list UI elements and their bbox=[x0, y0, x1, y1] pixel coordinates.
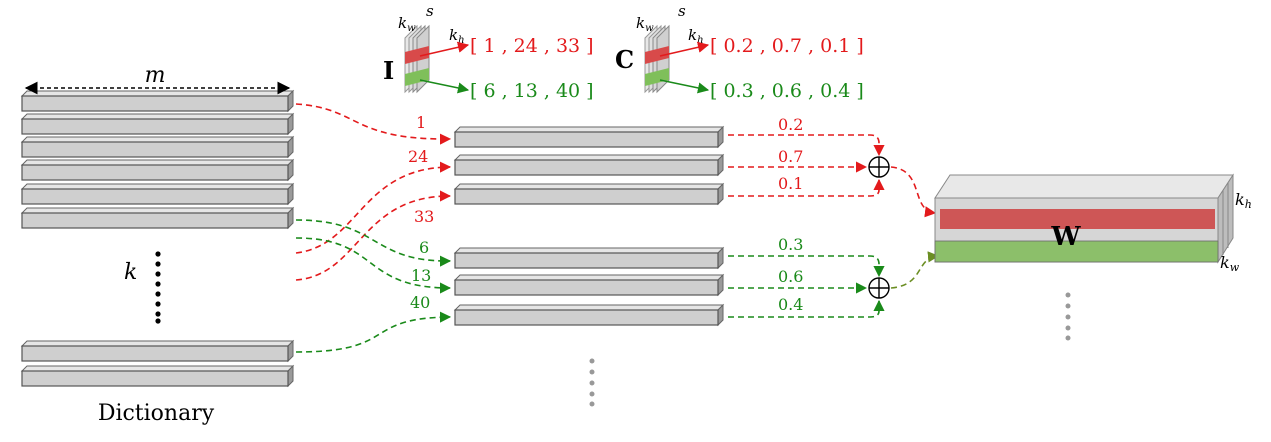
weight-tensor: W kh kw bbox=[934, 173, 1252, 274]
red-index-label: 1 bbox=[416, 113, 426, 132]
coef-green-values: [ 0.3 , 0.6 , 0.4 ] bbox=[710, 80, 864, 102]
dictionary-caption: Dictionary bbox=[98, 401, 215, 426]
weight-tensor-name: W bbox=[1050, 222, 1081, 252]
red-coef-arrows bbox=[728, 134, 937, 218]
weight-kh-label: kh bbox=[1235, 190, 1252, 211]
dictionary-bar bbox=[20, 112, 295, 136]
dictionary-size-label: k bbox=[124, 260, 137, 285]
olive-result-arrow bbox=[890, 251, 940, 289]
dictionary-bars bbox=[20, 89, 295, 388]
green-index-label: 40 bbox=[410, 293, 430, 312]
coef-tensor-name: C bbox=[615, 45, 634, 74]
selected-atoms bbox=[453, 125, 725, 327]
index-tensor-name: I bbox=[383, 56, 394, 85]
coef-s-label: s bbox=[678, 2, 686, 20]
coef-red-values: [ 0.2 , 0.7 , 0.1 ] bbox=[710, 35, 864, 57]
dictionary-bar bbox=[20, 206, 295, 230]
red-sum-operator bbox=[868, 156, 890, 178]
red-coef-label: 0.2 bbox=[778, 115, 803, 134]
dictionary-bar bbox=[20, 364, 295, 388]
dictionary-width-dimension: m bbox=[24, 63, 291, 95]
index-kh-label: kh bbox=[449, 26, 465, 46]
dictionary-bar bbox=[20, 89, 295, 113]
red-index-label: 33 bbox=[414, 207, 434, 226]
selected-atom-green bbox=[453, 303, 725, 327]
selected-atom-green bbox=[453, 273, 725, 297]
green-index-arrows bbox=[295, 219, 452, 353]
green-coef-label: 0.6 bbox=[778, 267, 803, 286]
selected-atom-green bbox=[453, 246, 725, 270]
coef-kw-label: kw bbox=[636, 14, 654, 34]
dictionary-width-label: m bbox=[145, 63, 166, 88]
right-continuation-dots bbox=[1065, 292, 1071, 341]
coef-kh-label: kh bbox=[688, 26, 704, 46]
green-index-label: 6 bbox=[419, 238, 429, 257]
red-index-label: 24 bbox=[408, 147, 428, 166]
green-sum-operator bbox=[868, 277, 890, 299]
green-coef-label: 0.4 bbox=[778, 295, 803, 314]
selected-atom-red bbox=[453, 153, 725, 177]
index-s-label: s bbox=[426, 2, 434, 20]
green-coef-label: 0.3 bbox=[778, 235, 803, 254]
dictionary-size-dots: k bbox=[124, 251, 161, 324]
index-red-values: [ 1 , 24 , 33 ] bbox=[470, 35, 594, 57]
coef-tensor: C kw s kh [ 0.2 , 0.7 , 0.1 ] [ 0.3 , 0.… bbox=[615, 2, 864, 102]
middle-continuation-dots bbox=[589, 358, 595, 407]
dictionary-bar bbox=[20, 135, 295, 159]
red-index-arrows bbox=[295, 103, 452, 281]
index-kw-label: kw bbox=[398, 14, 416, 34]
green-index-label: 13 bbox=[411, 266, 431, 285]
green-coef-arrows bbox=[728, 255, 885, 318]
selected-atom-red bbox=[453, 125, 725, 149]
red-coef-label: 0.7 bbox=[778, 147, 803, 166]
dictionary-bar bbox=[20, 339, 295, 363]
index-tensor: I kw s kh [ 1 , 24 , 33 ] [ 6 , 13 , 40 … bbox=[383, 2, 594, 102]
red-coef-label: 0.1 bbox=[778, 174, 803, 193]
index-green-values: [ 6 , 13 , 40 ] bbox=[470, 80, 594, 102]
dictionary-bar bbox=[20, 158, 295, 182]
weight-kw-label: kw bbox=[1220, 253, 1240, 274]
dictionary-bar bbox=[20, 182, 295, 206]
selected-atom-red bbox=[453, 182, 725, 206]
